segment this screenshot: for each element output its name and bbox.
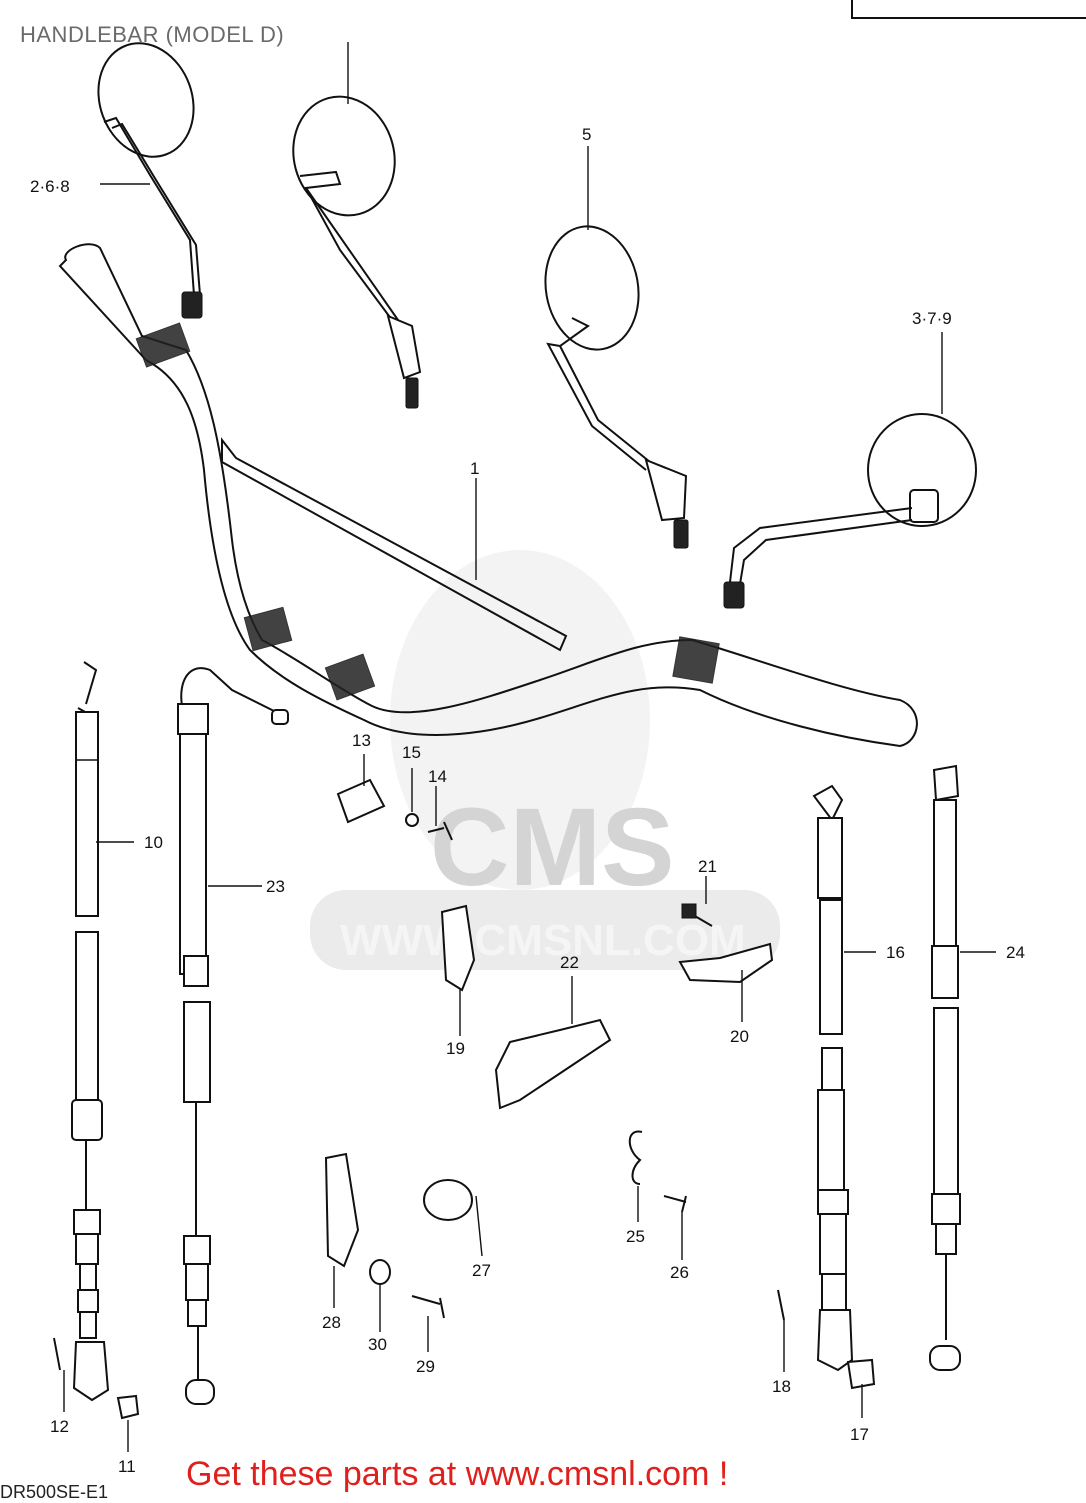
watermark-logo: CMS [430, 786, 674, 909]
callout-20: 20 [730, 1027, 749, 1046]
cable-23 [177, 667, 289, 1405]
bracket-20 [678, 942, 774, 984]
callout-13: 13 [352, 731, 371, 750]
callout-22: 22 [560, 953, 579, 972]
callout-10: 10 [144, 833, 163, 852]
callout-11: 11 [118, 1457, 136, 1476]
small-parts [53, 778, 876, 1420]
callout-29: 29 [416, 1357, 435, 1376]
callout-2-6-8: 2·6·8 [30, 177, 70, 196]
diagram-code: DR500SE-E1 [0, 1482, 109, 1502]
mirror-center [292, 95, 422, 409]
mirror-3-7-9 [723, 413, 977, 609]
callout-1: 1 [470, 459, 479, 478]
handlebar-1 [58, 243, 918, 748]
watermark-url: WWW.CMSNL.COM [340, 916, 746, 965]
callout-labels: 1 2·6·8 3·7·9 5 10 11 12 13 14 15 16 17 … [30, 125, 1025, 1476]
spring-25 [628, 1130, 643, 1185]
callout-16: 16 [886, 943, 905, 962]
diagram-title: HANDLEBAR (MODEL D) [20, 22, 285, 47]
callout-28: 28 [322, 1313, 341, 1332]
bracket-22 [494, 1018, 612, 1110]
mirror-2-6-8 [97, 42, 203, 319]
mirror-5 [544, 225, 689, 549]
frame-corner [851, 0, 1086, 19]
screw-14 [427, 821, 453, 841]
callout-3-7-9: 3·7·9 [912, 309, 952, 328]
callout-17: 17 [850, 1425, 869, 1444]
watermark: CMS WWW.CMSNL.COM [310, 550, 780, 970]
callout-25: 25 [626, 1227, 645, 1246]
screw-29 [411, 1295, 445, 1319]
callout-23: 23 [266, 877, 285, 896]
pin-12 [53, 1337, 61, 1371]
callout-26: 26 [670, 1263, 689, 1282]
cable-24 [929, 764, 961, 1371]
washer-15 [405, 813, 419, 827]
callout-14: 14 [428, 767, 447, 786]
cable-16 [812, 784, 854, 1372]
callout-30: 30 [368, 1335, 387, 1354]
screw-26 [663, 1195, 687, 1213]
callout-27: 27 [472, 1261, 491, 1280]
nut-17 [846, 1358, 876, 1390]
cable-10 [71, 661, 110, 1402]
pin-18 [777, 1289, 785, 1321]
callout-19: 19 [446, 1039, 465, 1058]
leader-lines [63, 42, 996, 1452]
washer-30 [369, 1259, 391, 1285]
bracket-19 [440, 904, 476, 992]
clamp-13 [336, 778, 386, 824]
footer-link[interactable]: Get these parts at www.cmsnl.com ! [186, 1455, 729, 1493]
callout-5: 5 [582, 125, 591, 144]
callout-21: 21 [698, 857, 717, 876]
callout-15: 15 [402, 743, 421, 762]
ring-27 [423, 1179, 473, 1221]
callout-12: 12 [50, 1417, 69, 1436]
nut-11 [116, 1394, 140, 1420]
clip-28 [324, 1152, 360, 1268]
callout-18: 18 [772, 1377, 791, 1396]
callout-24: 24 [1006, 943, 1025, 962]
